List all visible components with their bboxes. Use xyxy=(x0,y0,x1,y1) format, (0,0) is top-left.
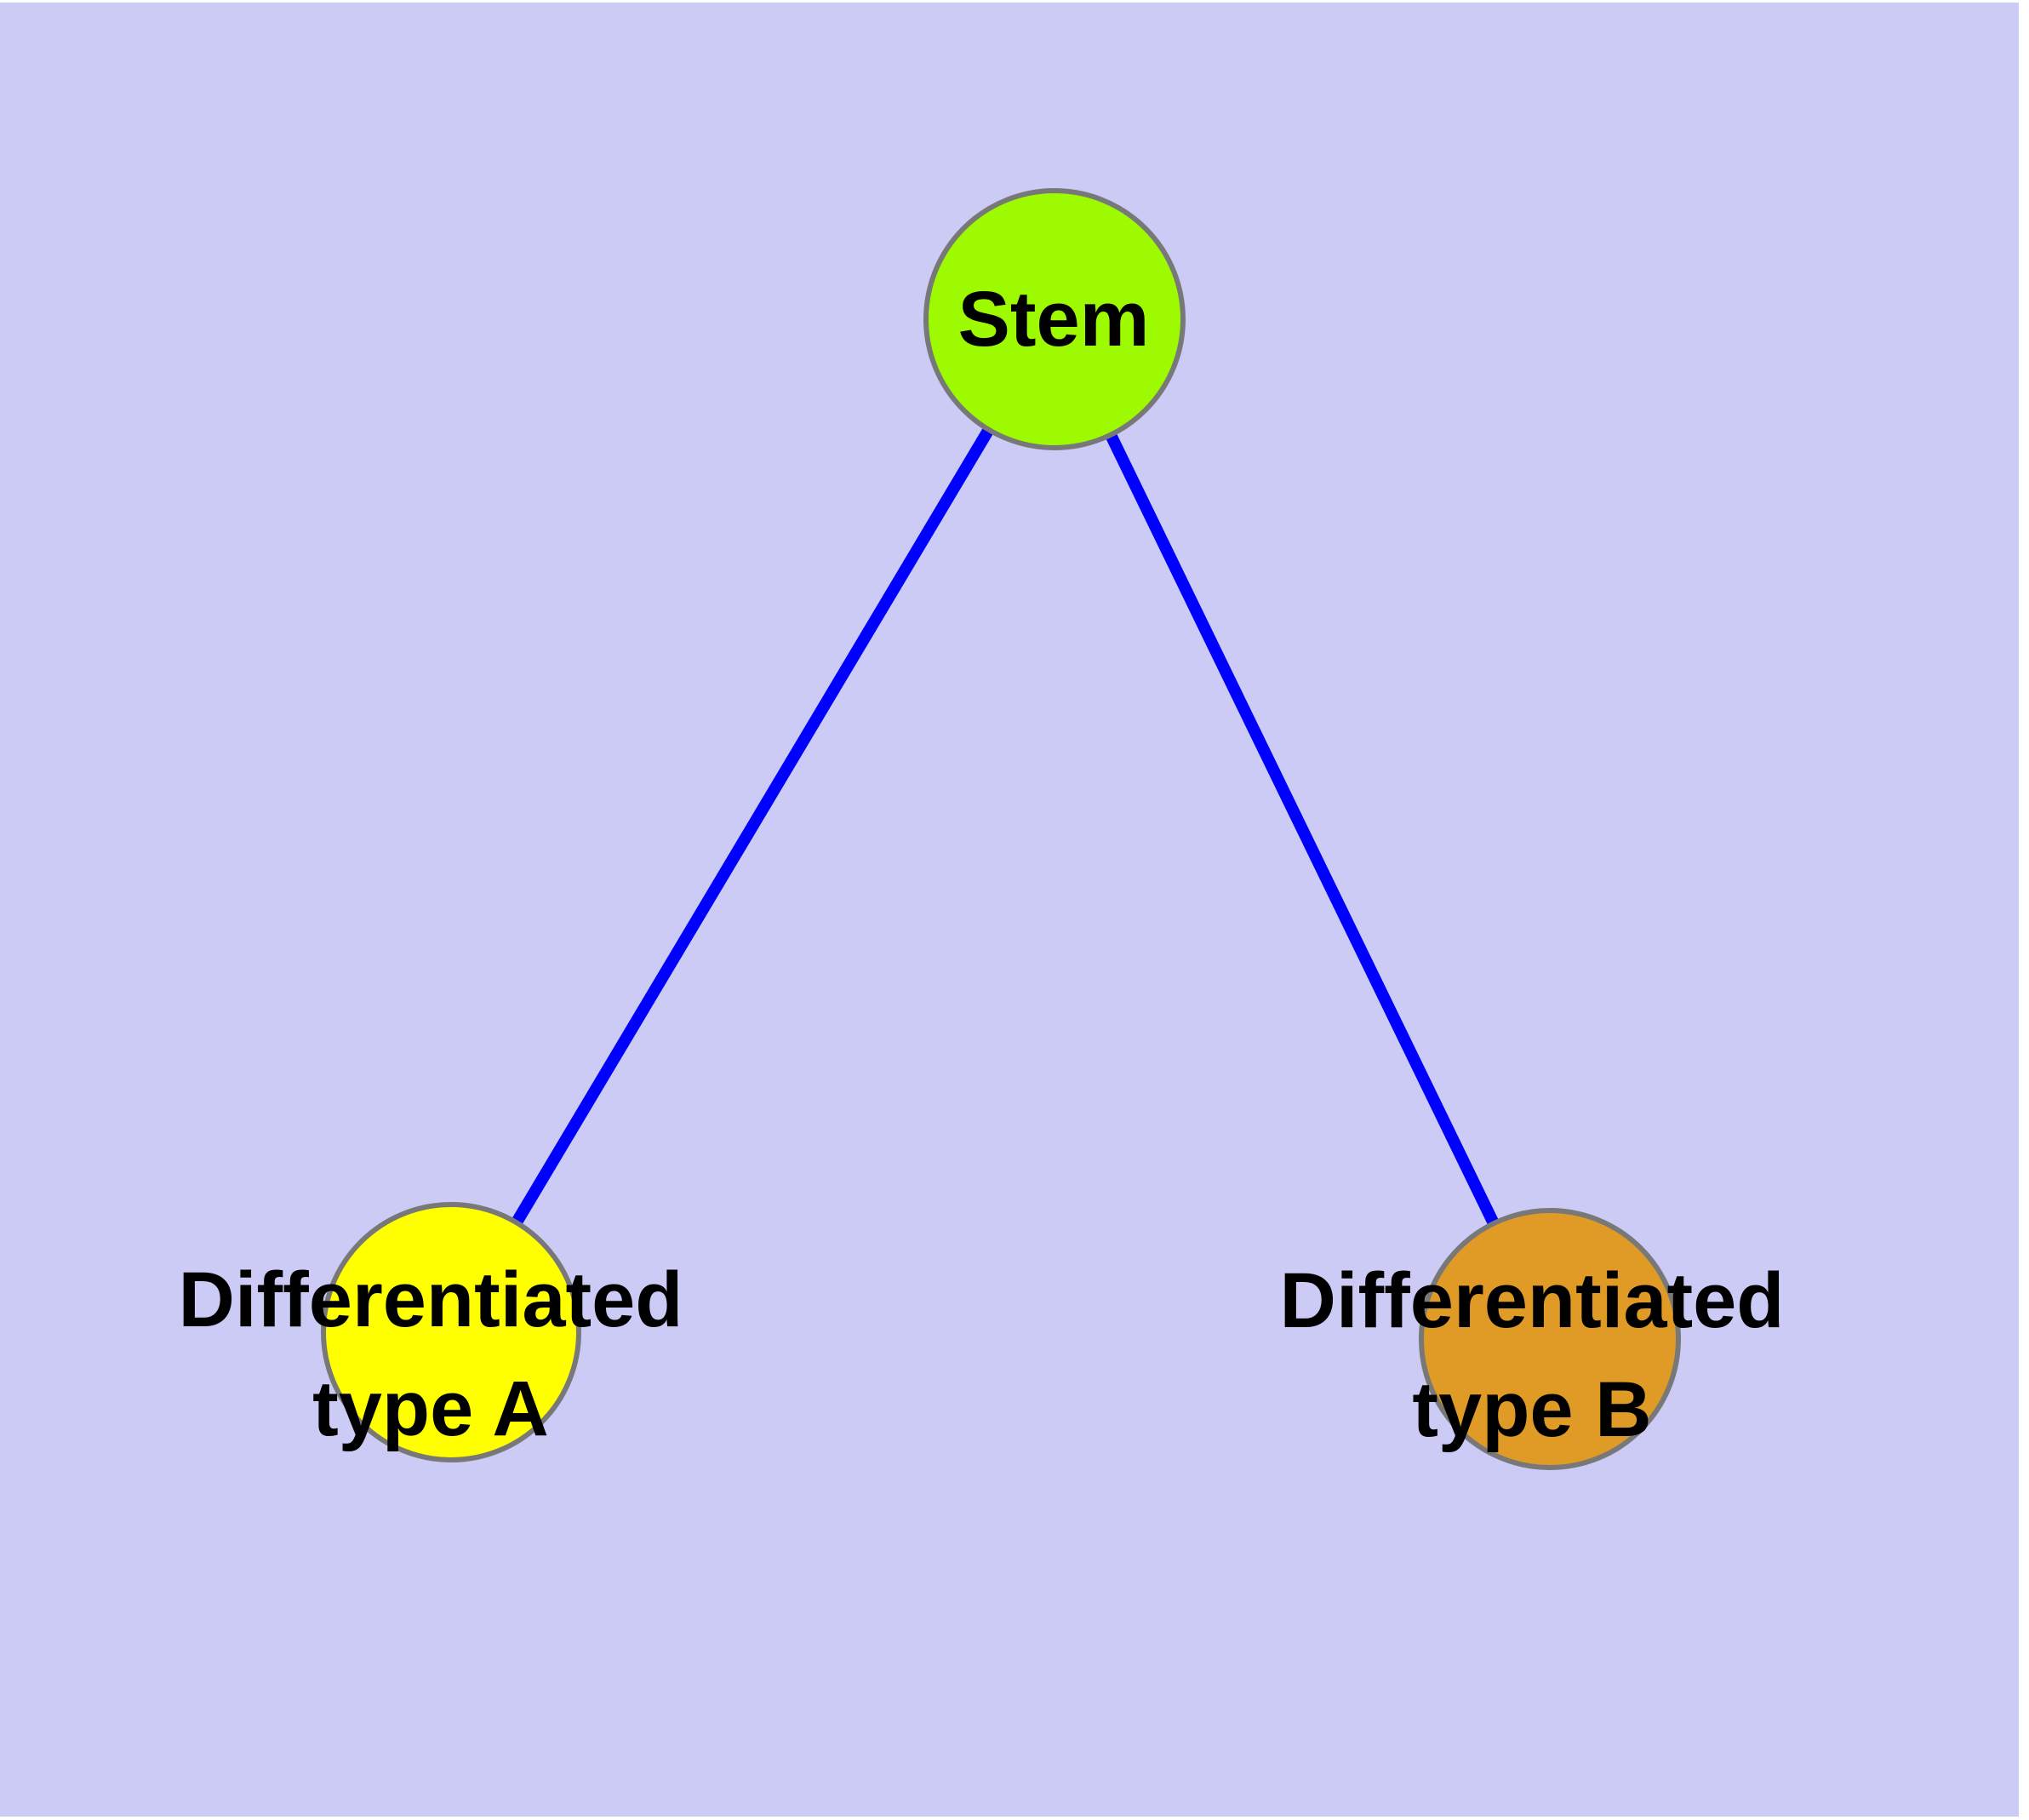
node-differentiated-type-b-circle xyxy=(1419,1208,1681,1470)
label-line: Differentiated xyxy=(178,1256,683,1343)
edge-stem-to-differentiated-type-b xyxy=(1049,316,1556,1342)
label-line: type A xyxy=(312,1365,549,1452)
node-stem-label: Stem xyxy=(958,265,1150,374)
label-line: Differentiated xyxy=(1279,1257,1785,1344)
edge-stem-to-differentiated-type-a xyxy=(445,316,1060,1336)
node-differentiated-type-a-circle xyxy=(321,1202,581,1462)
node-stem-circle xyxy=(923,188,1186,450)
node-differentiated-type-b-label: Differentiated type B xyxy=(1280,1246,1785,1464)
label-line: Stem xyxy=(957,276,1150,363)
label-line: type B xyxy=(1412,1366,1652,1453)
node-differentiated-type-a-label: Differentiated type A xyxy=(179,1245,683,1463)
